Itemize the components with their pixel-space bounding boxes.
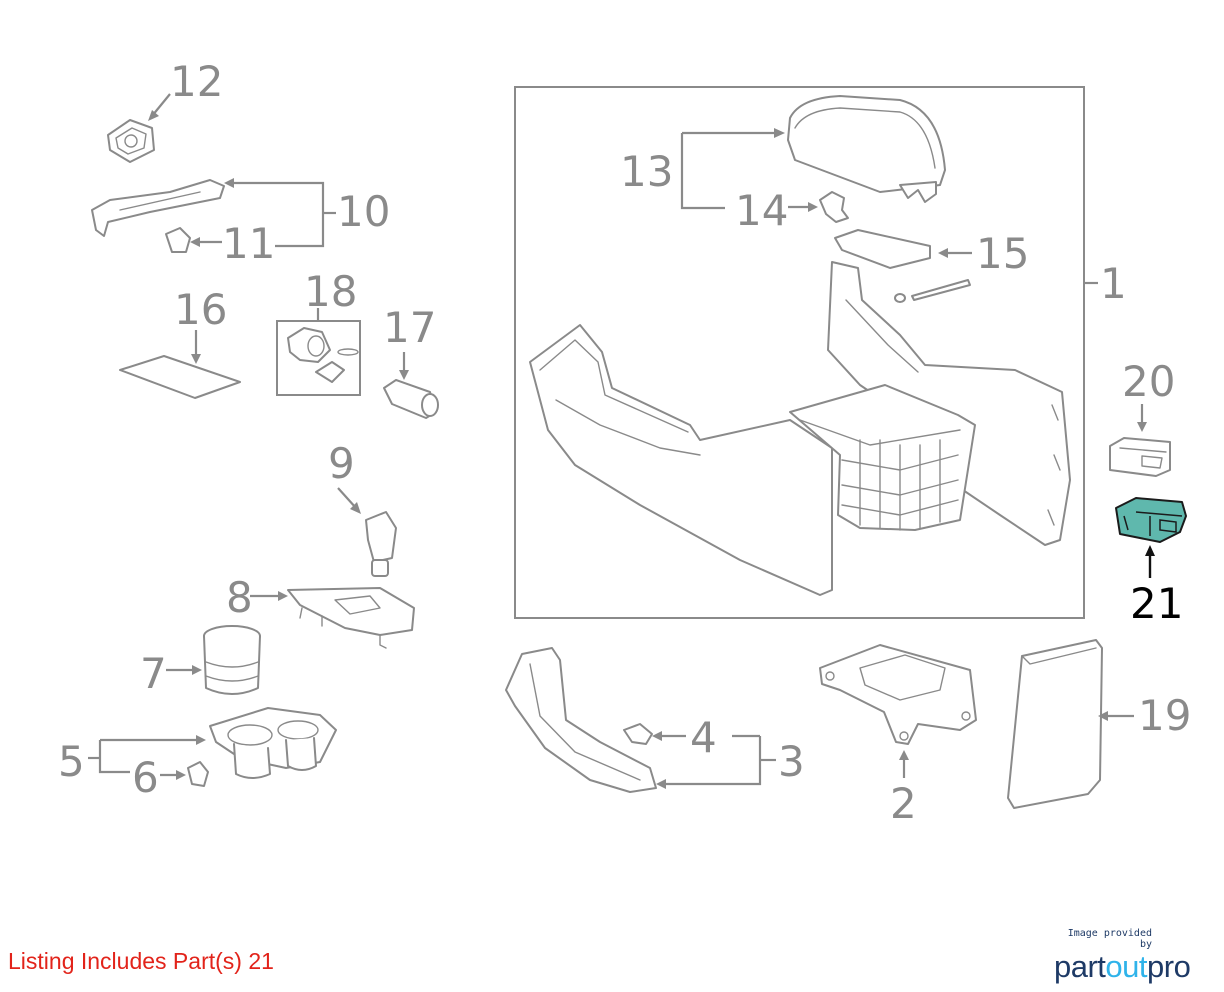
callout-3-leader xyxy=(662,734,762,786)
callout-6: 6 xyxy=(132,753,159,802)
shift-knob-9 xyxy=(365,511,397,577)
side-panel-3 xyxy=(505,647,657,793)
logo-out: out xyxy=(1105,949,1148,984)
callout-15: 15 xyxy=(976,229,1029,278)
callout-19-arrow xyxy=(1098,711,1108,721)
callout-21: 21 xyxy=(1130,579,1183,628)
callout-16-arrow xyxy=(191,354,201,364)
callout-21-arrow xyxy=(1145,545,1155,556)
callout-14-arrow xyxy=(808,202,818,212)
rear-cover-19 xyxy=(1007,639,1103,809)
callout-16: 16 xyxy=(174,285,227,334)
callout-13-arrow xyxy=(774,128,785,138)
cup-holder-5 xyxy=(209,707,337,779)
callout-13: 13 xyxy=(620,147,673,196)
callout-12: 12 xyxy=(170,57,223,106)
callout-5-arrow xyxy=(196,735,206,745)
clip-11 xyxy=(165,227,191,253)
callout-7: 7 xyxy=(140,649,167,698)
provider-caption: Image provided by xyxy=(1067,928,1152,950)
logo-pro: pro xyxy=(1147,949,1191,984)
bracket-10 xyxy=(91,179,225,237)
clip-6 xyxy=(187,761,209,787)
callout-7-arrow xyxy=(192,665,202,675)
callout-17-arrow xyxy=(399,370,409,380)
port-20 xyxy=(1109,437,1171,477)
callout-10-arrow xyxy=(224,178,234,188)
callout-19: 19 xyxy=(1138,691,1191,740)
callout-11: 11 xyxy=(222,219,275,268)
callout-8: 8 xyxy=(226,573,253,622)
callout-6-arrow xyxy=(176,770,186,780)
listing-note: Listing Includes Part(s) 21 xyxy=(8,948,274,974)
callout-1: 1 xyxy=(1100,259,1127,308)
callout-3-arrow xyxy=(656,779,666,789)
clip-4 xyxy=(623,723,653,745)
callout-2-arrow xyxy=(899,750,909,760)
shift-panel-8 xyxy=(287,587,415,649)
callout-17: 17 xyxy=(383,303,436,352)
callout-14: 14 xyxy=(735,186,788,235)
cup-insert-7 xyxy=(203,625,261,695)
callout-2: 2 xyxy=(890,779,917,828)
kit-18-parts xyxy=(287,327,359,383)
switch-12 xyxy=(107,119,155,163)
callout-5-leader xyxy=(98,738,200,774)
clip-14 xyxy=(819,191,849,223)
bracket-2 xyxy=(819,644,977,745)
callout-5: 5 xyxy=(58,737,85,786)
provider-logo: partoutpro xyxy=(1054,951,1204,982)
rod-part xyxy=(911,279,971,301)
mat-16 xyxy=(119,355,241,399)
pad-15 xyxy=(834,229,931,269)
callout-11-arrow xyxy=(190,237,200,247)
logo-part: part xyxy=(1054,949,1106,984)
callout-9-arrow xyxy=(350,502,361,514)
callout-10-leader xyxy=(230,181,325,248)
callout-9: 9 xyxy=(328,439,355,488)
socket-17 xyxy=(383,379,439,419)
callout-10: 10 xyxy=(337,187,390,236)
callout-4-arrow xyxy=(652,731,662,741)
callout-12-arrow xyxy=(148,110,159,121)
callout-20-arrow xyxy=(1137,422,1147,432)
callout-18: 18 xyxy=(304,267,357,316)
callout-15-arrow xyxy=(938,248,948,258)
callout-12-leader xyxy=(151,93,171,117)
rod-cap xyxy=(894,293,906,303)
part-21-highlighted xyxy=(1115,497,1187,543)
provider-badge: Image provided by partoutpro xyxy=(1054,928,1204,982)
console-body xyxy=(529,261,1071,596)
callout-13-leader xyxy=(680,131,778,210)
armrest-lid xyxy=(787,95,946,203)
callout-3: 3 xyxy=(778,737,805,786)
console-assembly-box xyxy=(514,86,1085,619)
callout-8-arrow xyxy=(278,591,288,601)
callout-4: 4 xyxy=(690,713,717,762)
callout-9-leader xyxy=(337,487,357,509)
callout-20: 20 xyxy=(1122,357,1175,406)
